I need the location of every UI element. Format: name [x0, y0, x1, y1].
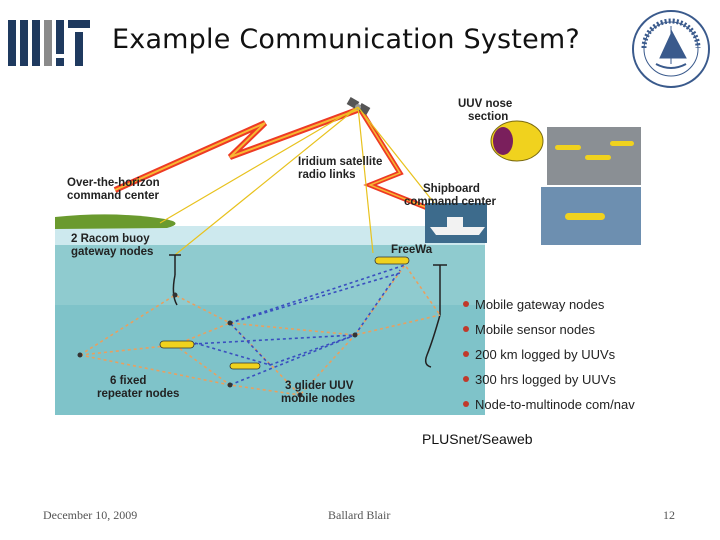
repeater-node-markers — [77, 292, 358, 398]
feature-bullet-list: Mobile gateway nodes Mobile sensor nodes… — [463, 297, 635, 412]
bullet-item: Mobile sensor nodes — [475, 322, 595, 337]
label-iridium: Iridium satellite — [298, 156, 382, 168]
label-repeater-nodes: repeater nodes — [97, 388, 179, 400]
label-uuv-nose-section: section — [468, 111, 508, 123]
bullet-item: Mobile gateway nodes — [475, 297, 605, 312]
ship-icon — [425, 203, 487, 243]
mit-logo — [8, 20, 90, 66]
footer-page-number: 12 — [663, 508, 675, 522]
coastline-land — [55, 214, 176, 229]
ocean-surface — [55, 226, 485, 246]
uuv-underwater-photo — [541, 187, 641, 245]
bullet-item: 200 km logged by UUVs — [475, 347, 616, 362]
label-oth-command: command center — [67, 190, 160, 202]
diagram-caption: PLUSnet/Seaweb — [422, 431, 533, 447]
bullet-item: Node-to-multinode com/nav — [475, 397, 635, 412]
label-oth: Over-the-horizon — [67, 177, 160, 189]
label-racom: 2 Racom buoy — [71, 233, 150, 245]
institution-seal — [632, 10, 710, 88]
footer-author: Ballard Blair — [328, 508, 391, 522]
label-radio-links: radio links — [298, 169, 356, 181]
label-ship-command: command center — [404, 196, 497, 208]
communication-system-diagram: UUV nose section Iridium satellite radio… — [55, 95, 665, 415]
buoy-left — [169, 254, 181, 306]
label-mobile-nodes: mobile nodes — [281, 393, 355, 405]
footer-date: December 10, 2009 — [43, 508, 138, 522]
slide-title: Example Communication System? — [112, 24, 580, 55]
label-glider: 3 glider UUV — [285, 380, 354, 392]
label-repeater: 6 fixed — [110, 375, 146, 387]
uuv-nose-photo — [487, 117, 545, 165]
bullet-item: 300 hrs logged by UUVs — [475, 372, 616, 387]
label-shipboard: Shipboard — [423, 183, 480, 195]
glider-uuv-icon — [159, 256, 410, 370]
label-freewave: FreeWa — [391, 244, 433, 256]
label-gateway: gateway nodes — [71, 246, 153, 258]
buoy-right — [424, 264, 447, 368]
uuv-fleet-photo — [547, 127, 641, 185]
label-uuv-nose: UUV nose — [458, 98, 512, 110]
